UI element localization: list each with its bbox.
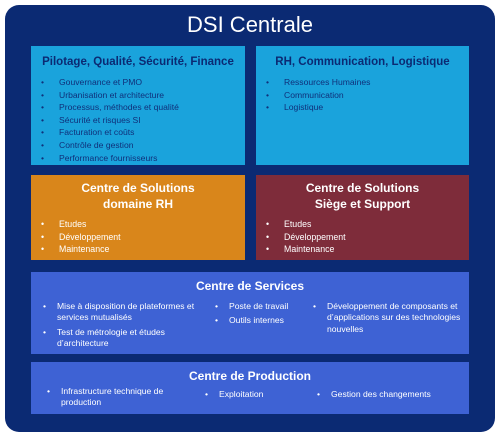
diagram-title: DSI Centrale [187, 12, 313, 37]
pilotage-box: Pilotage, Qualité, Sécurité, Finance Gou… [31, 46, 245, 165]
services-box: Centre de Services Mise à disposition de… [31, 272, 469, 354]
services-col2: Poste de travail Outils internes [211, 301, 313, 327]
cs-siege-title-line1: Centre de Solutions [305, 181, 420, 195]
pilotage-item: Contrôle de gestion [31, 139, 245, 152]
pilotage-item: Processus, méthodes et qualité [31, 101, 245, 114]
cs-rh-title-line2: domaine RH [102, 196, 173, 211]
cs-siege-item: Développement [256, 231, 469, 244]
services-col3: Développement de composants et d’applica… [309, 301, 465, 335]
production-col1: Infrastructure technique de production [43, 386, 193, 409]
rh-communication-item: Communication [256, 89, 469, 102]
rh-communication-list: Ressources Humaines Communication Logist… [256, 69, 469, 114]
services-col1: Mise à disposition de plateformes et ser… [39, 301, 211, 350]
pilotage-item: Performance fournisseurs [31, 152, 245, 165]
cs-rh-list: Etudes Développement Maintenance [31, 212, 245, 256]
cs-rh-title: Centre de Solutions domaine RH [31, 175, 245, 212]
production-item: Exploitation [201, 389, 301, 401]
production-col2: Exploitation [201, 389, 301, 401]
pilotage-item: Urbanisation et architecture [31, 89, 245, 102]
cs-rh-box: Centre de Solutions domaine RH Etudes Dé… [31, 175, 245, 260]
rh-communication-title: RH, Communication, Logistique [275, 56, 450, 68]
services-title: Centre de Services [195, 279, 305, 293]
cs-rh-item: Développement [31, 231, 245, 244]
cs-siege-title: Centre de Solutions Siège et Support [256, 175, 469, 212]
pilotage-title: Pilotage, Qualité, Sécurité, Finance [42, 56, 234, 68]
pilotage-item: Sécurité et risques SI [31, 114, 245, 127]
services-item: Développement de composants et d’applica… [309, 301, 465, 335]
pilotage-item: Facturation et coûts [31, 126, 245, 139]
rh-communication-box: RH, Communication, Logistique Ressources… [256, 46, 469, 165]
cs-rh-item: Etudes [31, 218, 245, 231]
production-box: Centre de Production Infrastructure tech… [31, 362, 469, 414]
production-col3: Gestion des changements [313, 389, 463, 401]
cs-siege-item: Maintenance [256, 243, 469, 256]
cs-siege-list: Etudes Développement Maintenance [256, 212, 469, 256]
production-item: Infrastructure technique de production [43, 386, 193, 409]
pilotage-list: Gouvernance et PMO Urbanisation et archi… [31, 69, 245, 164]
pilotage-item: Gouvernance et PMO [31, 76, 245, 89]
services-item: Test de métrologie et études d’architect… [39, 327, 211, 350]
cs-rh-item: Maintenance [31, 243, 245, 256]
production-item: Gestion des changements [313, 389, 463, 401]
rh-communication-item: Logistique [256, 101, 469, 114]
cs-siege-box: Centre de Solutions Siège et Support Etu… [256, 175, 469, 260]
services-item: Poste de travail [211, 301, 313, 313]
cs-siege-item: Etudes [256, 218, 469, 231]
rh-communication-item: Ressources Humaines [256, 76, 469, 89]
cs-siege-title-line2: Siège et Support [314, 196, 411, 211]
services-item: Outils internes [211, 315, 313, 327]
services-item: Mise à disposition de plateformes et ser… [39, 301, 211, 324]
cs-rh-title-line1: Centre de Solutions [81, 181, 195, 195]
production-title: Centre de Production [188, 369, 311, 383]
